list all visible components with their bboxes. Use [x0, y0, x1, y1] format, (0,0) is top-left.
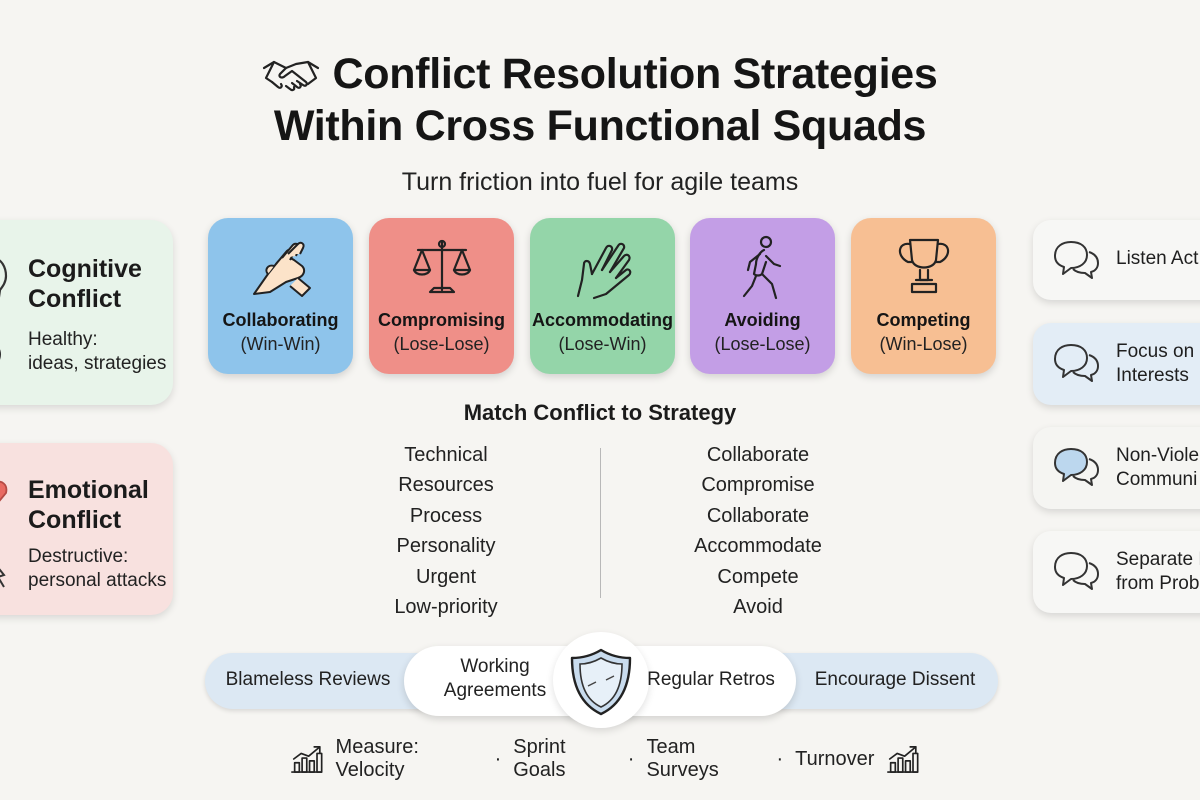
emotional-conflict-title-line-1: Emotional	[28, 476, 149, 504]
cognitive-conflict-desc-line-1: Healthy:	[28, 329, 98, 350]
practice-label-line-1: Non-Viole	[1116, 445, 1200, 466]
clasped-hands-icon	[252, 241, 311, 297]
emotional-conflict-desc-line-1: Destructive:	[28, 546, 129, 567]
page-title-line-1: Conflict Resolution Strategies	[332, 50, 938, 98]
shield-icon	[570, 648, 632, 716]
practice-card-focus-interests: Focus on Interests	[1033, 323, 1200, 405]
head-profile-icon	[0, 259, 8, 298]
strategy-outcome: (Lose-Lose)	[714, 334, 811, 354]
page-header: Conflict Resolution Strategies Within Cr…	[0, 48, 1200, 152]
walking-person-icon	[742, 235, 781, 300]
match-conflict-column: Technical Resources Process Personality …	[346, 440, 546, 622]
conflict-type-item: Low-priority	[394, 596, 498, 619]
practice-label-line-1: Separate P	[1116, 549, 1200, 570]
strategy-name: Avoiding	[724, 310, 801, 330]
conflict-type-item: Urgent	[415, 565, 477, 588]
metrics-footer: Measure: Velocity · Sprint Goals · Team …	[290, 736, 920, 781]
strategy-card-collaborating: Collaborating (Win-Win)	[208, 218, 353, 374]
metric-sprint-goals: Sprint Goals	[513, 736, 566, 781]
match-divider	[600, 448, 601, 598]
title-line-1: Conflict Resolution Strategies	[262, 48, 938, 100]
match-heading: Match Conflict to Strategy	[463, 400, 737, 425]
practice-label-line-2: Communi	[1116, 469, 1198, 490]
growth-chart-icon	[291, 746, 323, 773]
growth-chart-icon	[887, 746, 919, 773]
cognitive-conflict-title-line-2: Conflict	[28, 285, 122, 313]
strategy-match-item: Avoid	[733, 596, 783, 619]
speech-bubbles-icon	[1054, 448, 1099, 486]
practice-working-agreements-line-2: Agreements	[443, 680, 547, 701]
page-title-line-2: Within Cross Functional Squads	[273, 102, 927, 150]
strategy-outcome: (Lose-Lose)	[393, 334, 490, 354]
broken-heart-icon	[0, 480, 8, 502]
practice-working-agreements-line-1: Working	[460, 656, 530, 677]
strategy-card-accommodating: Accommodating (Lose-Win)	[530, 218, 675, 374]
strategy-match-item: Compromise	[701, 474, 815, 497]
conflict-type-item: Process	[409, 504, 483, 527]
emotional-conflict-title-line-2: Conflict	[28, 506, 122, 534]
strategy-match-item: Accommodate	[694, 535, 822, 558]
cognitive-conflict-desc-line-2: ideas, strategies	[28, 353, 167, 374]
strategy-card-compromising: Compromising (Lose-Lose)	[369, 218, 514, 374]
metric-turnover: Turnover	[795, 747, 875, 770]
open-hand-icon	[576, 242, 631, 300]
practice-card-nonviolent-communication: Non-Viole Communi	[1033, 427, 1200, 509]
trophy-icon	[898, 238, 949, 294]
metric-team-surveys: Team Surveys	[646, 736, 719, 781]
strategy-name: Accommodating	[531, 310, 673, 330]
strategy-name: Competing	[876, 310, 971, 330]
cognitive-conflict-card: Cognitive Conflict Healthy: ideas, strat…	[0, 220, 173, 405]
strategy-name: Compromising	[377, 310, 505, 330]
strategy-card-competing: Competing (Win-Lose)	[851, 218, 996, 374]
speech-bubbles-icon	[1054, 552, 1099, 590]
strategy-match-item: Collaborate	[706, 504, 810, 527]
metrics-separator: ·	[776, 747, 784, 770]
emotional-conflict-card: Emotional Conflict Destructive: personal…	[0, 443, 173, 615]
strategy-match-item: Collaborate	[706, 444, 810, 466]
practice-encourage-dissent: Encourage Dissent	[814, 669, 976, 690]
practice-label-line-2: Interests	[1116, 365, 1189, 386]
metrics-separator: ·	[627, 747, 635, 770]
strategy-card-avoiding: Avoiding (Lose-Lose)	[690, 218, 835, 374]
scales-icon	[412, 239, 471, 294]
conflict-type-item: Personality	[396, 535, 496, 558]
practice-card-listen: Listen Act	[1033, 220, 1200, 300]
practice-card-separate-people: Separate P from Prob	[1033, 531, 1200, 613]
practice-label-line-1: Focus on	[1116, 341, 1195, 362]
practice-label-line-1: Listen Act	[1116, 248, 1199, 269]
lightning-icon	[0, 568, 6, 588]
practice-regular-retros: Regular Retros	[647, 669, 775, 690]
speech-bubbles-icon	[1054, 344, 1099, 382]
strategy-match-item: Compete	[717, 565, 799, 588]
metrics-separator: ·	[494, 747, 502, 770]
cognitive-conflict-title-line-1: Cognitive	[28, 255, 142, 283]
strategy-outcome: (Lose-Win)	[558, 334, 647, 354]
conflict-type-item: Resources	[398, 474, 494, 497]
speech-bubbles-icon	[1054, 241, 1099, 279]
strategy-outcome: (Win-Lose)	[879, 334, 968, 354]
handshake-icon	[263, 60, 320, 92]
metrics-prefix: Measure: Velocity	[335, 736, 419, 781]
lightbulb-icon	[0, 349, 1, 360]
conflict-type-item: Technical	[404, 444, 488, 466]
practice-label-line-2: from Prob	[1116, 573, 1200, 594]
page-subtitle: Turn friction into fuel for agile teams	[401, 168, 799, 196]
emotional-conflict-desc-line-2: personal attacks	[28, 570, 167, 591]
strategy-outcome: (Win-Win)	[240, 334, 321, 354]
match-strategy-column: Collaborate Compromise Collaborate Accom…	[658, 440, 858, 622]
practice-blameless-reviews: Blameless Reviews	[225, 669, 391, 690]
strategy-name: Collaborating	[222, 310, 339, 330]
